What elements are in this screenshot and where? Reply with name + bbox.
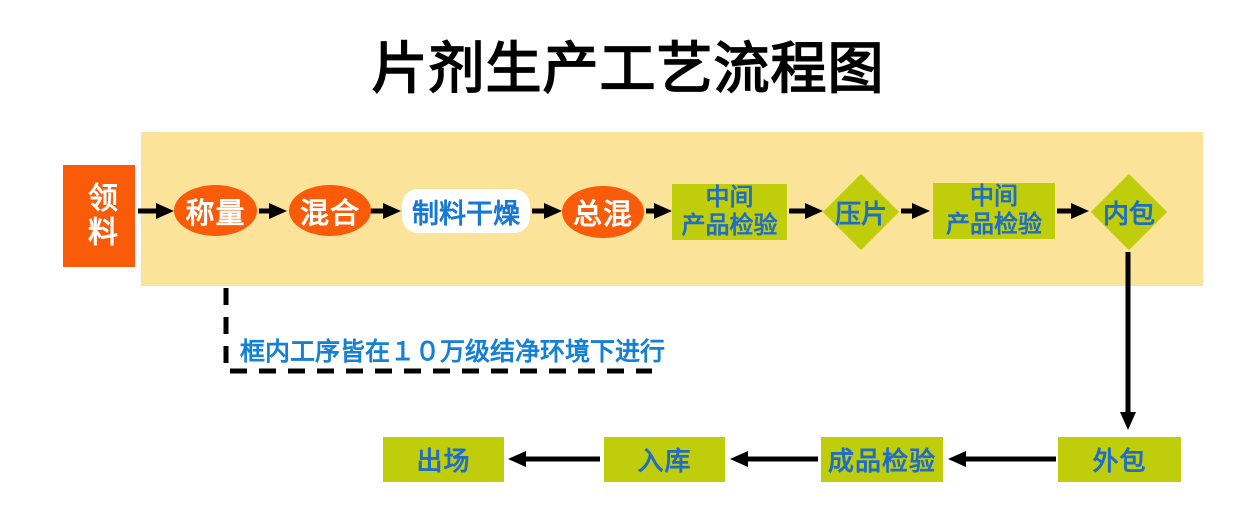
node-outer-packaging: 外包 <box>1058 437 1181 482</box>
node-intermediate-inspection-1-line2: 产品检验 <box>681 212 778 239</box>
arrow-inspect1-to-press <box>789 203 823 219</box>
node-intermediate-inspection-1: 中间 产品检验 <box>672 184 787 240</box>
node-finished-product-inspection: 成品检验 <box>821 437 943 482</box>
arrow-mix-to-granulate <box>368 203 401 219</box>
node-warehouse-in-label: 入库 <box>637 446 692 476</box>
arrow-warehouse-to-shipout <box>508 451 600 467</box>
arrow-weigh-to-mix <box>259 203 287 219</box>
node-mix-label: 混合 <box>299 197 360 230</box>
node-inner-packaging-label: 内包 <box>1102 198 1155 229</box>
node-ship-out: 出场 <box>383 437 504 482</box>
arrow-granulate-to-finalmix <box>532 203 562 219</box>
node-intermediate-inspection-2-line2: 产品检验 <box>946 211 1042 238</box>
node-tablet-press: 压片 <box>822 173 900 251</box>
node-intermediate-inspection-2-line1: 中间 <box>970 183 1018 211</box>
node-weigh-label: 称量 <box>185 197 246 230</box>
node-mix: 混合 <box>289 185 371 236</box>
node-intermediate-inspection-2: 中间 产品检验 <box>933 183 1055 239</box>
node-final-mix-label: 总混 <box>572 199 633 231</box>
node-granulate-dry-label: 制料干燥 <box>412 198 520 229</box>
cleanroom-note-text: 框内工序皆在１０万级结净环境下进行 <box>240 338 666 366</box>
node-outer-packaging-label: 外包 <box>1092 446 1147 476</box>
node-granulate-dry: 制料干燥 <box>402 189 530 233</box>
node-warehouse-in: 入库 <box>604 437 725 482</box>
node-final-mix: 总混 <box>562 186 644 238</box>
node-receive-material: 领料 <box>63 165 135 267</box>
node-ship-out-label: 出场 <box>416 446 471 476</box>
node-inner-packaging: 内包 <box>1090 173 1168 251</box>
arrow-inspect2-to-innerpack <box>1057 203 1089 219</box>
node-receive-material-label: 领料 <box>83 182 116 250</box>
node-weigh: 称量 <box>174 185 257 236</box>
arrow-start-to-weigh <box>138 203 174 219</box>
node-intermediate-inspection-1-line1: 中间 <box>705 184 754 212</box>
arrow-finalinspect-to-warehouse <box>730 451 818 467</box>
node-tablet-press-label: 压片 <box>834 198 887 229</box>
arrow-outerpack-to-finalinspect <box>948 451 1056 467</box>
arrow-innerpack-to-outerpack <box>1120 252 1136 430</box>
page-title: 片剂生产工艺流程图 <box>371 39 885 101</box>
arrow-press-to-inspect2 <box>901 203 930 219</box>
arrow-finalmix-to-inspect1 <box>646 203 672 219</box>
node-finished-product-inspection-label: 成品检验 <box>827 446 936 476</box>
